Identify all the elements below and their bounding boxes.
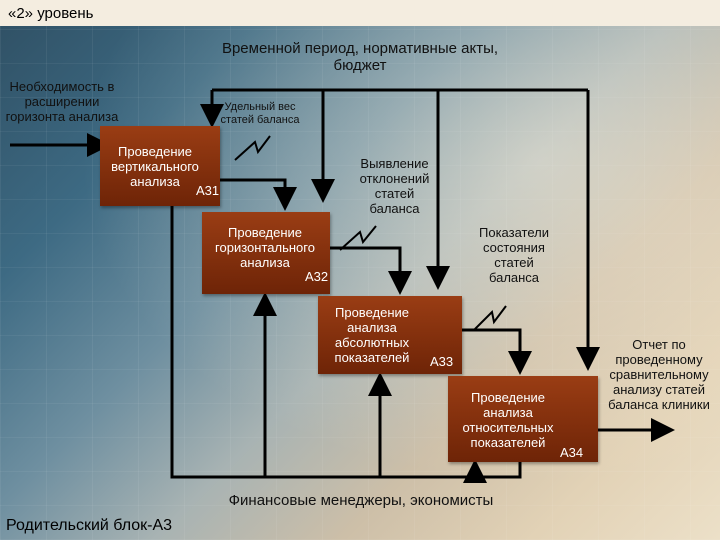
pointer-indicators [473,305,507,331]
a32-to-a33 [330,246,412,295]
level-title: «2» уровень [8,5,94,22]
specific-weight-label: Удельный вес статей баланса [220,101,300,126]
block-a31-label: Проведение вертикального анализа [111,144,199,189]
a31-to-a32 [220,178,297,211]
block-a32-label: Проведение горизонтального анализа [215,225,315,270]
mechanism-label: Финансовые менеджеры, экономисты [228,492,494,509]
block-a34-label: Проведение анализа относительных показат… [462,390,554,450]
input-label: Необходимость в расширении горизонта ана… [5,79,119,124]
block-a31-code: А31 [196,183,220,198]
parent-block-label: Родительский блок-А3 [6,517,173,534]
deviations-label: Выявление отклонений статей баланса [359,156,430,216]
block-a34-code: А34 [560,445,584,460]
block-a33-label: Проведение анализа абсолютных показателе… [334,305,410,365]
controls-label: Временной период, нормативные акты, бюдж… [221,40,499,75]
block-a31[interactable]: Проведение вертикального анализа А31 [100,126,220,206]
feedback-loop [160,147,522,479]
block-a32-code: А32 [305,269,329,284]
block-a32[interactable]: Проведение горизонтального анализа А32 [202,212,330,294]
block-a34[interactable]: Проведение анализа относительных показат… [448,376,598,462]
indicators-label: Показатели состояния статей баланса [479,225,549,285]
block-a33-code: А33 [430,354,454,369]
block-a33[interactable]: Проведение анализа абсолютных показателе… [318,296,462,374]
pointer-deviations [339,225,377,251]
report-label: Отчет по проведенному сравнительному ана… [608,337,710,412]
a33-to-a34 [462,328,532,375]
header-band [0,0,720,26]
pointer-specific-weight [234,135,271,161]
